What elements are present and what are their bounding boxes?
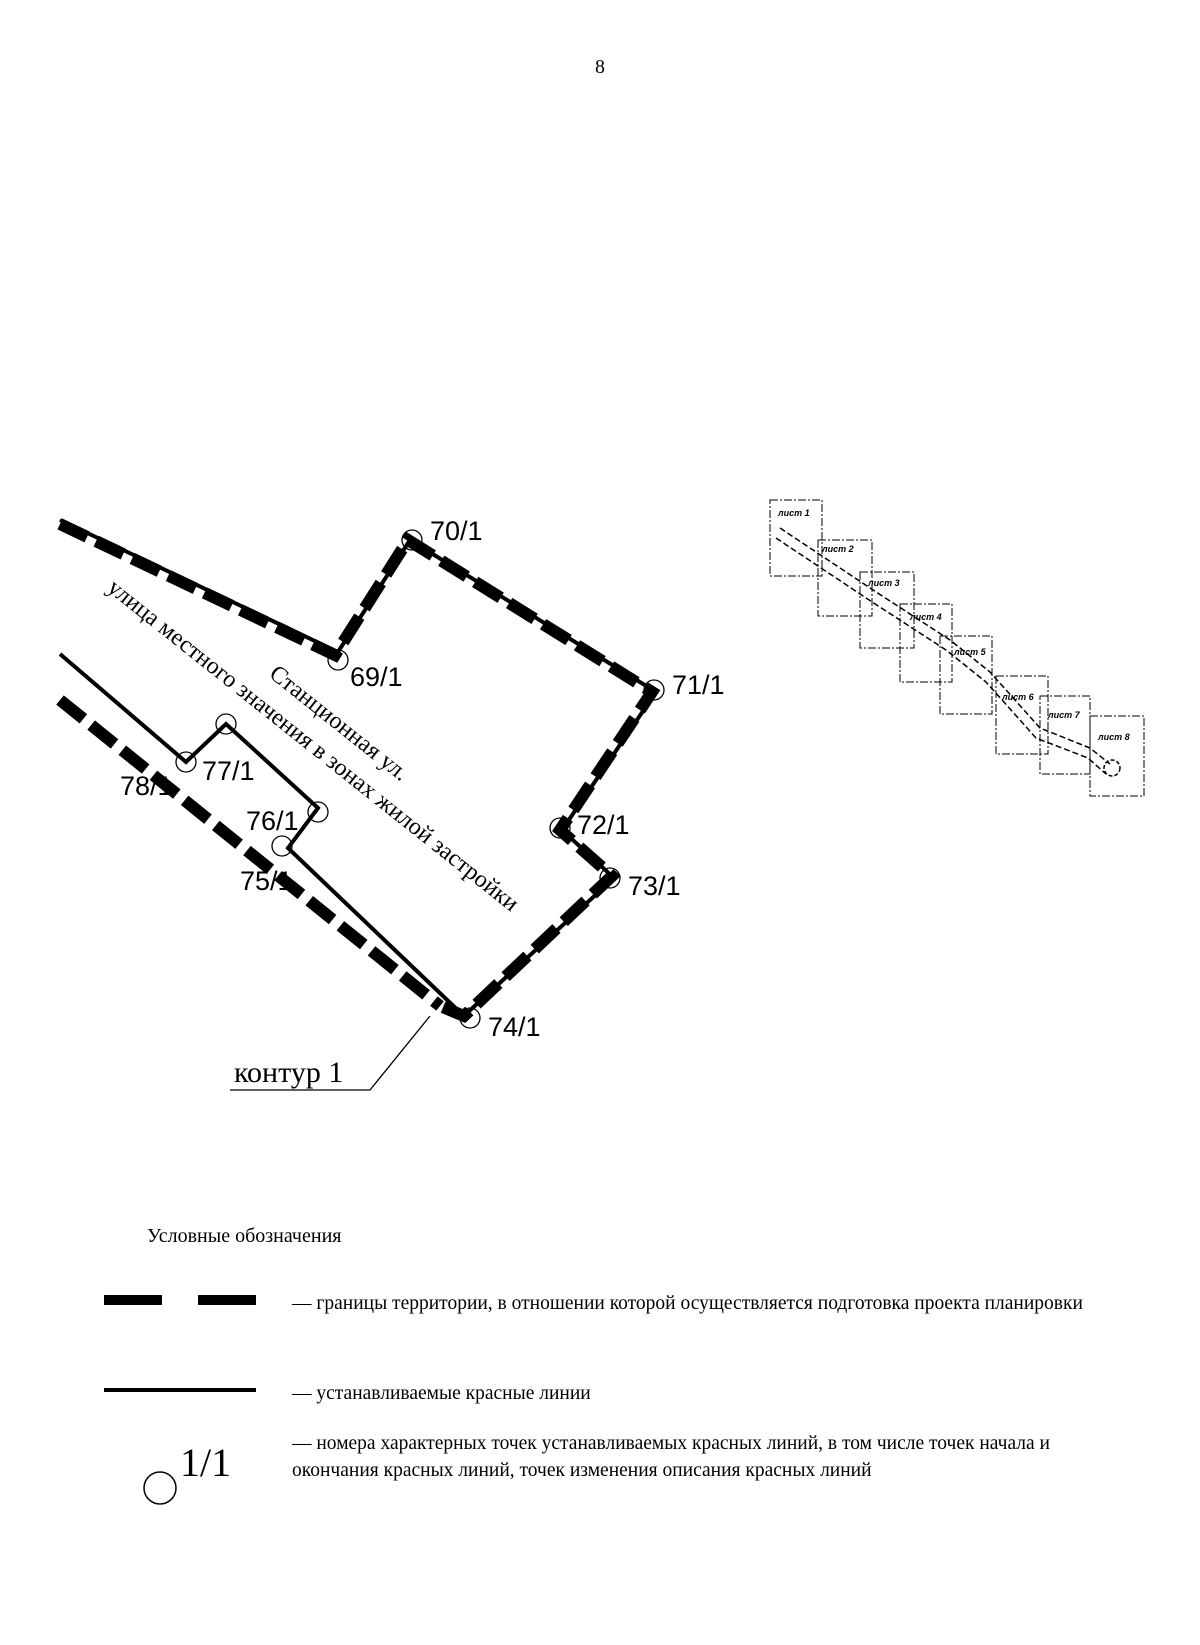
sheet-label-7: лист 7 [1047,710,1081,720]
point-label-76: 76/1 [246,806,299,836]
circle-number-symbol-text: 1/1 [180,1440,231,1485]
point-label-70: 70/1 [430,516,483,546]
page-number: 8 [595,56,605,78]
solid-line-symbol [104,1388,256,1392]
sheet-label-3: лист 3 [867,578,900,588]
sheet-index-route [775,527,1111,775]
sheet-index-end-marker [1103,759,1121,777]
point-label-69: 69/1 [350,662,403,692]
sheet-label-1: лист 1 [777,508,810,518]
point-markers [175,529,665,1029]
legend-text-boundary: — границы территории, в отношении которо… [292,1293,1083,1314]
red-line [58,652,468,1020]
sheet-label-8: лист 8 [1097,732,1130,742]
sheet-label-5: лист 5 [953,647,987,657]
territory-boundary-inner [59,518,659,1016]
point-label-72: 72/1 [577,810,630,840]
legend-text-red-line: — устанавливаемые красные линии [292,1383,591,1404]
sheet-label-2: лист 2 [821,544,854,554]
legend-title: Условные обозначения [147,1225,342,1247]
sheet-label-6: лист 6 [1001,692,1035,702]
point-label-74: 74/1 [488,1012,541,1042]
contour-leader [230,1015,431,1091]
sheet-index [769,499,1145,797]
legend-text-points: — номера характерных точек устанавливаем… [292,1433,1050,1481]
circle-number-symbol: 1/1 [143,1440,231,1505]
planning-map: 69/1 70/1 71/1 72/1 73/1 74/1 75/1 76/1 … [56,499,1145,1091]
dashed-line-symbol [104,1295,256,1305]
point-label-71: 71/1 [672,670,725,700]
sheet-label-4: лист 4 [909,612,942,622]
point-label-73: 73/1 [628,871,681,901]
point-label-78: 78/1 [120,771,173,801]
point-label-77: 77/1 [202,756,255,786]
point-label-75: 75/1 [240,866,293,896]
contour-label: контур 1 [234,1056,343,1089]
